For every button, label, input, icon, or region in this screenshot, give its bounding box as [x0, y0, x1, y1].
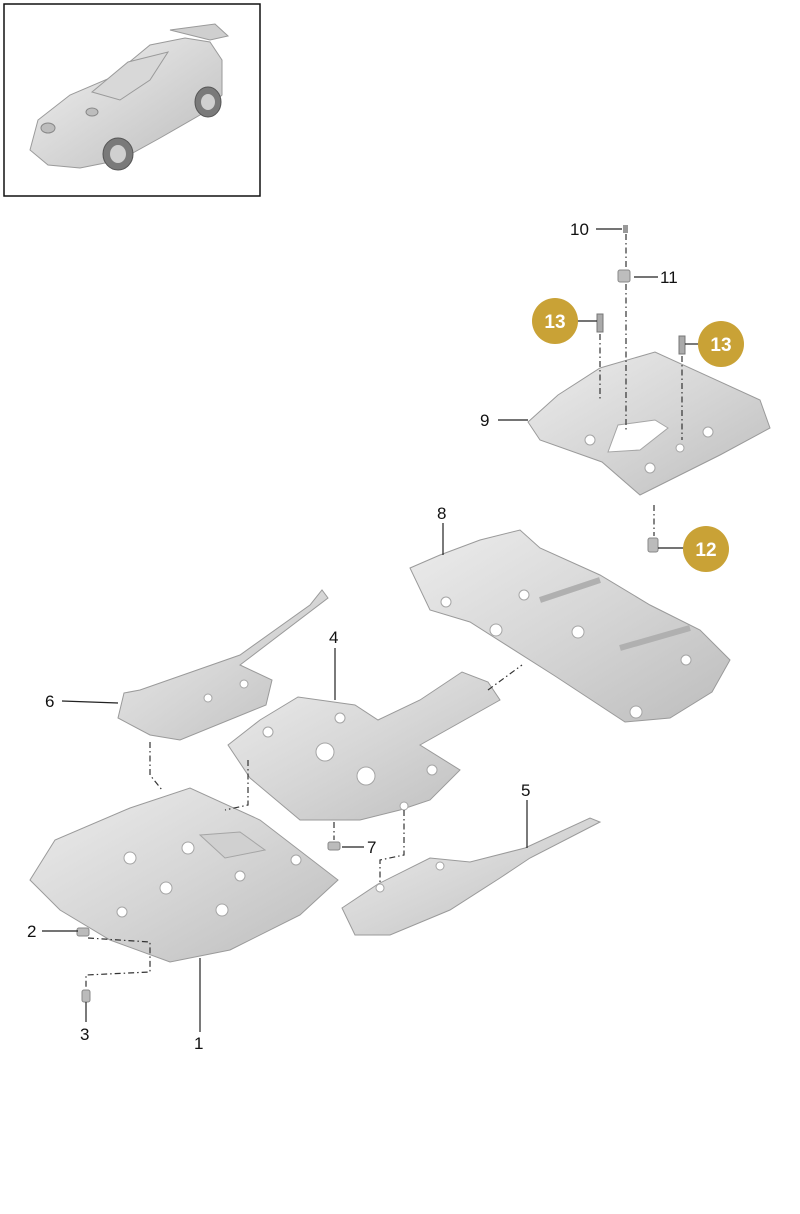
callout-4: 4	[329, 628, 338, 647]
part-9-panel	[527, 351, 771, 496]
fastener-2	[76, 927, 90, 937]
badge-12: 12	[683, 526, 729, 572]
assembly-lines	[85, 234, 683, 988]
part-4-panel	[227, 671, 501, 821]
vehicle-thumbnail	[3, 3, 261, 197]
callout-6: 6	[45, 692, 54, 711]
part-8-panel	[409, 529, 731, 723]
fastener-10	[623, 225, 628, 233]
callout-5: 5	[521, 781, 530, 800]
callout-11: 11	[660, 268, 678, 287]
callout-3: 3	[80, 1025, 89, 1044]
callout-10: 10	[570, 220, 589, 239]
fastener-11	[617, 269, 631, 283]
part-5-panel	[341, 817, 602, 936]
part-6-panel	[117, 589, 329, 741]
fastener-12	[647, 537, 659, 553]
badge-13-right-label: 13	[710, 335, 731, 356]
callout-8: 8	[437, 504, 446, 523]
callout-9: 9	[480, 411, 489, 430]
badge-13-left-label: 13	[544, 312, 565, 333]
fastener-13b	[678, 335, 686, 355]
part-1-panel	[29, 787, 339, 963]
fastener-7	[327, 841, 341, 851]
badge-12-label: 12	[695, 540, 716, 561]
badge-13-right: 13	[698, 321, 744, 367]
callout-labels: 10 11 9 8 4 6 5 7 2 3 1	[27, 220, 678, 1053]
car-icon	[29, 23, 230, 171]
callout-7: 7	[367, 838, 376, 857]
fastener-3	[81, 989, 91, 1003]
callout-1: 1	[194, 1034, 203, 1053]
callout-2: 2	[27, 922, 36, 941]
badge-13-left: 13	[532, 298, 578, 344]
leader-lines	[42, 228, 700, 1032]
fastener-13a	[596, 313, 604, 333]
